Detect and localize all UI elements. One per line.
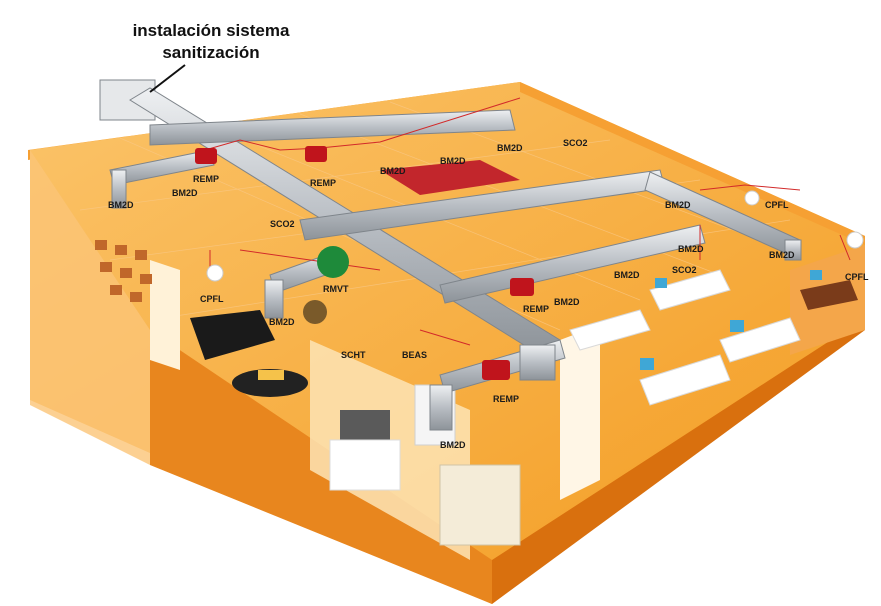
label-remp-4: REMP (493, 394, 519, 404)
front-right-wall (492, 318, 865, 604)
sofa (190, 310, 275, 360)
label-bm2d-12: BM2D (440, 440, 466, 450)
cpfl-lamp-1 (206, 264, 224, 282)
front-left-wall (30, 150, 150, 465)
label-bm2d-6: BM2D (665, 200, 691, 210)
meeting-table (380, 160, 520, 195)
label-scht: SCHT (341, 350, 366, 360)
duct-network (99, 79, 802, 431)
label-remp-3: REMP (523, 304, 549, 314)
title-line-2: sanitización (162, 43, 260, 62)
label-remp-2: REMP (310, 178, 336, 188)
furniture (95, 160, 858, 546)
label-sco2-2: SCO2 (270, 219, 295, 229)
component-labels: REMP REMP REMP REMP BM2D BM2D BM2D BM2D … (108, 138, 869, 450)
label-bm2d-2: BM2D (108, 200, 134, 210)
building-shell (28, 82, 865, 604)
label-bm2d-11: BM2D (269, 317, 295, 327)
plant (303, 300, 327, 324)
rmvt-unit (317, 246, 349, 278)
remp-unit-1 (195, 148, 217, 164)
title-pointer (149, 64, 186, 93)
label-remp-1: REMP (193, 174, 219, 184)
remp-unit-3 (510, 278, 534, 296)
partition-right (560, 325, 600, 500)
remp-unit-2 (305, 146, 327, 162)
cpfl-lamp-2 (744, 190, 760, 206)
label-sco2-3: SCO2 (672, 265, 697, 275)
remp-units (195, 146, 534, 380)
diagram-title: instalación sistema sanitización (96, 20, 326, 64)
remp-unit-4 (482, 360, 510, 380)
label-sco2-1: SCO2 (563, 138, 588, 148)
round-table (232, 369, 308, 397)
mid-branch (439, 224, 706, 304)
title-line-1: instalación sistema (132, 21, 290, 40)
label-bm2d-8: BM2D (769, 250, 795, 260)
printer (340, 410, 390, 444)
sensor-wiring (204, 97, 851, 346)
label-bm2d-10: BM2D (554, 297, 580, 307)
label-beas: BEAS (402, 350, 427, 360)
cpfl-lamp-3 (846, 231, 864, 249)
label-bm2d-4: BM2D (440, 156, 466, 166)
upper-trunk (149, 109, 516, 146)
label-cpfl-3: CPFL (845, 272, 869, 282)
label-cpfl-2: CPFL (765, 200, 789, 210)
label-rmvt: RMVT (323, 284, 349, 294)
label-bm2d-5: BM2D (497, 143, 523, 153)
copier (439, 464, 521, 546)
label-bm2d-1: BM2D (172, 188, 198, 198)
back-wall (520, 82, 865, 245)
wood-desk (800, 280, 858, 310)
label-bm2d-7: BM2D (678, 244, 704, 254)
partition-left-room (150, 260, 180, 370)
label-cpfl-1: CPFL (200, 294, 224, 304)
label-bm2d-3: BM2D (380, 166, 406, 176)
label-bm2d-9: BM2D (614, 270, 640, 280)
